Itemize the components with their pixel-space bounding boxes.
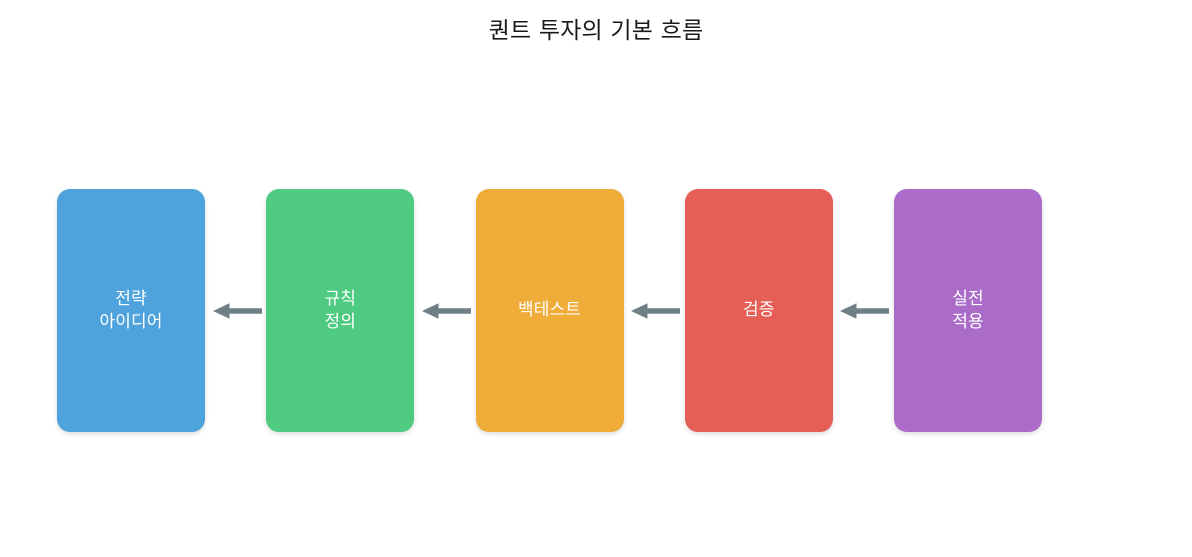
flow-node-validate[interactable]: 검증: [684, 189, 833, 432]
left-arrow-icon: [212, 302, 262, 319]
flow-node-label: 규칙 정의: [324, 289, 356, 332]
flow-node-rules[interactable]: 규칙 정의: [266, 189, 415, 432]
flow-node-label: 검증: [743, 300, 775, 321]
flow-node-idea[interactable]: 전략 아이디어: [57, 189, 205, 432]
flow-node-deploy[interactable]: 실전 적용: [894, 189, 1042, 432]
flow-arrow-rules-to-idea: [205, 189, 266, 432]
flow-node-label: 실전 적용: [952, 289, 984, 332]
left-arrow-icon: [631, 302, 681, 319]
flow-row: 전략 아이디어 규칙 정의 백테스트 검증: [57, 189, 1042, 432]
page-title: 퀀트 투자의 기본 흐름: [488, 18, 704, 44]
flow-node-label: 백테스트: [518, 300, 581, 321]
flow-node-label: 전략 아이디어: [99, 289, 163, 332]
flow-arrow-validate-to-backtest: [624, 189, 685, 432]
flow-node-backtest[interactable]: 백테스트: [475, 189, 624, 432]
left-arrow-icon: [421, 302, 471, 319]
left-arrow-icon: [840, 302, 890, 319]
flow-arrow-backtest-to-rules: [414, 189, 475, 432]
flow-arrow-deploy-to-validate: [833, 189, 894, 432]
